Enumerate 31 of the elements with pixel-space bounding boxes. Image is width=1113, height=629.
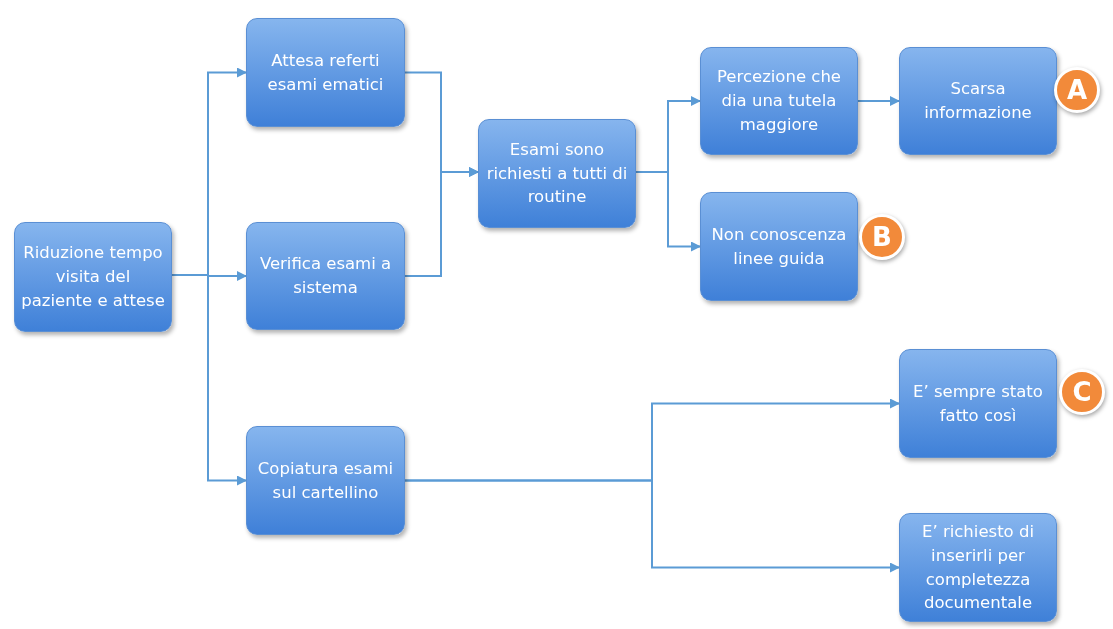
badge-letter: B — [872, 222, 892, 252]
letter-badge — [1054, 67, 1100, 113]
process-box — [246, 222, 405, 330]
process-box — [14, 222, 172, 332]
box-text: E’ richiesto di inserirli per completezza documentale — [921, 520, 1035, 615]
box-text: Riduzione tempo visita del paziente e attese — [21, 242, 165, 312]
box-text: Attesa referti esami ematici — [266, 49, 385, 96]
box-text: Scarsa informazione — [923, 78, 1033, 124]
process-box — [478, 119, 636, 228]
box-text: E’ sempre stato fatto così — [912, 380, 1044, 427]
arrow — [404, 479, 900, 573]
box-text: Copiatura esami sul cartellino — [256, 457, 395, 504]
arrow — [404, 167, 479, 277]
box-text: Verifica esami a sistema — [258, 253, 393, 299]
badge-letter: A — [1066, 75, 1088, 105]
process-box — [899, 47, 1057, 155]
letter-badge — [859, 214, 905, 260]
process-box — [700, 192, 858, 301]
box-text: Esami sono richiesti a tutti di routine — [485, 138, 629, 209]
process-box — [899, 349, 1057, 458]
arrow — [857, 96, 900, 106]
arrow — [171, 274, 247, 486]
process-box — [246, 426, 405, 535]
process-box — [246, 18, 405, 127]
process-box — [700, 47, 858, 155]
arrow — [635, 171, 701, 252]
process-box — [899, 513, 1057, 622]
badge-letter: C — [1072, 377, 1092, 407]
box-text: Non conoscenza linee guida — [710, 223, 848, 270]
box-text: Percezione che dia una tutela maggiore — [715, 66, 842, 136]
letter-badge — [1059, 369, 1105, 415]
